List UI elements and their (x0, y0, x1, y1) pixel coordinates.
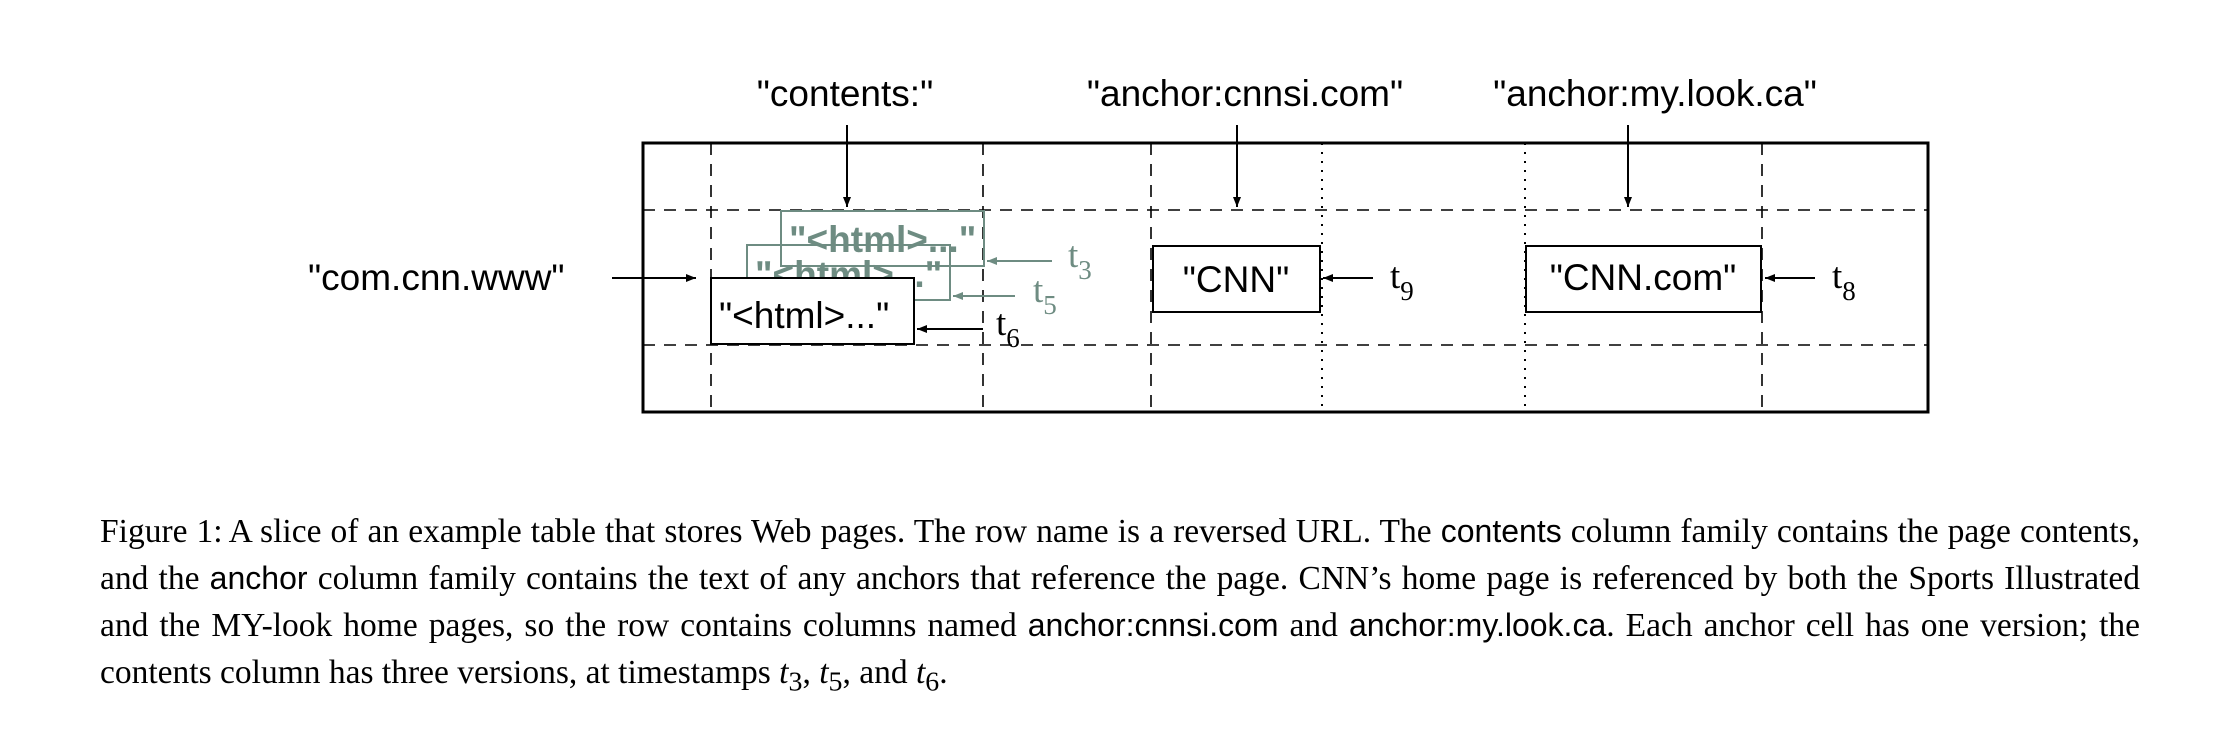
column-label-anchor-mylook: "anchor:my.look.ca" (1493, 73, 1817, 114)
figure-label: Figure 1: (100, 513, 223, 550)
caption-text: column family contains the text of any a… (100, 560, 2140, 644)
figure-caption: Figure 1:A slice of an example table tha… (100, 508, 2140, 706)
caption-timestamp-sub: 6 (925, 666, 940, 698)
bigtable-diagram: "contents:" "anchor:cnnsi.com" "anchor:m… (308, 73, 1930, 414)
caption-text: and (1278, 607, 1349, 644)
caption-text: , and (842, 654, 916, 691)
timestamp-t5: t5 (1033, 270, 1057, 320)
cell-value: "<html>..." (719, 295, 889, 336)
caption-timestamp-sub: 3 (788, 666, 803, 698)
row-label: "com.cnn.www" (308, 257, 565, 298)
caption-timestamp: t (779, 654, 789, 691)
caption-term-anchor: anchor (209, 560, 308, 596)
caption-timestamp-sub: 5 (828, 666, 843, 698)
column-label-contents: "contents:" (757, 73, 933, 114)
cell-value: "CNN" (1183, 259, 1289, 300)
caption-term-col1: anchor:cnnsi.com (1027, 607, 1279, 643)
timestamp-t9: t9 (1390, 256, 1414, 306)
timestamp-t8: t8 (1832, 256, 1856, 306)
caption-term-col2: anchor:my.look.ca (1348, 607, 1607, 643)
cell-value: "<html>..." (789, 219, 976, 260)
caption-text: . (939, 654, 948, 691)
cell-value: "CNN.com" (1550, 257, 1737, 298)
caption-text: A slice of an example table that stores … (228, 513, 1441, 550)
caption-timestamp: t (819, 654, 829, 691)
caption-text: . Each anchor cell has one version; the … (100, 607, 2141, 691)
column-label-anchor-cnnsi: "anchor:cnnsi.com" (1087, 73, 1403, 114)
caption-text: , (802, 654, 820, 691)
caption-term-contents: contents (1440, 513, 1562, 549)
caption-timestamp: t (915, 654, 926, 691)
anchor-mylook-cell: "CNN.com" t8 (1525, 245, 1856, 313)
caption-text: column family contains the page contents… (100, 513, 2140, 597)
timestamp-t6: t6 (996, 303, 1020, 353)
anchor-cnnsi-cell: "CNN" t9 (1152, 245, 1414, 313)
contents-version-t6: "<html>..." t6 (710, 277, 1020, 353)
timestamp-t3: t3 (1068, 235, 1092, 285)
contents-version-t3: "<html>..." t3 (780, 210, 1092, 285)
